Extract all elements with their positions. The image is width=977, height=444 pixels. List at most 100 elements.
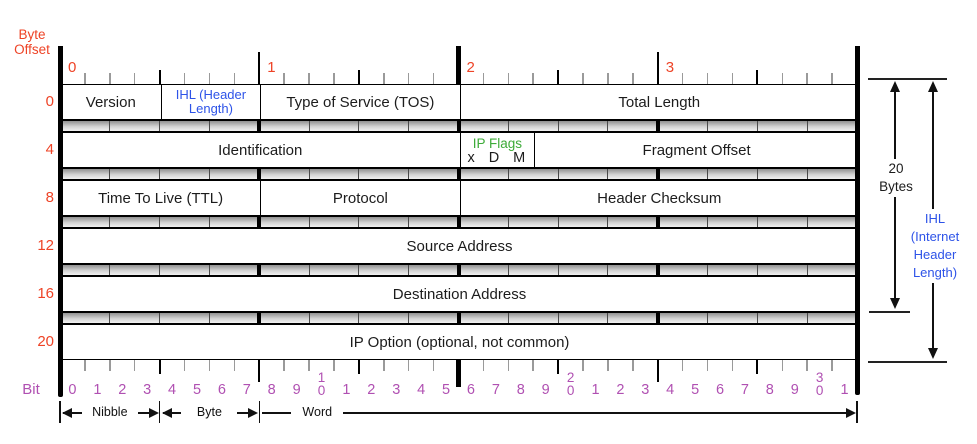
separator-divider — [456, 217, 461, 227]
field-ihl-header-length: IHL (Header Length) — [160, 85, 261, 119]
bytes-measure-arrow-up-icon — [890, 81, 900, 92]
bit-number: 9 — [790, 382, 799, 398]
bottom-ruler-tick — [283, 360, 285, 371]
separator-divider — [456, 169, 461, 179]
scale-terminator-bar — [59, 401, 61, 423]
top-ruler-tick — [532, 73, 534, 84]
ihl-label-line: IHL — [924, 211, 946, 226]
field-header-checksum: Header Checksum — [459, 181, 859, 215]
top-ruler-tick — [233, 73, 236, 84]
bit-number: 6 — [466, 382, 475, 398]
separator-divider — [557, 217, 559, 227]
arrowhead-right-icon — [846, 408, 856, 418]
field-label: IP Option (optional, not common) — [349, 333, 570, 351]
grid-left-bar — [57, 47, 63, 397]
field-protocol: Protocol — [260, 181, 459, 215]
top-ruler-tick — [456, 46, 461, 84]
top-ruler-tick — [831, 73, 833, 84]
bottom-ruler-tick — [756, 360, 759, 374]
separator-divider — [707, 121, 709, 131]
bracket-line-top — [868, 78, 947, 80]
bottom-ruler-tick — [507, 360, 510, 371]
field-label: IP Flags — [472, 135, 522, 151]
bit-number: 4 — [417, 382, 426, 398]
bottom-ruler-tick — [109, 360, 111, 371]
bottom-ruler-tick — [607, 360, 609, 371]
bottom-ruler-tick — [557, 360, 560, 374]
top-ruler-tick — [158, 70, 161, 84]
separator-divider — [607, 121, 609, 131]
field-label: Protocol — [332, 189, 388, 207]
top-ruler-tick — [407, 73, 410, 84]
separator-divider — [557, 121, 559, 131]
bit-number: 9 — [292, 382, 301, 398]
bit-number-digit: 0 — [566, 383, 575, 398]
ihl-measure-arrow-up-icon — [928, 81, 938, 92]
flag-letter: M — [513, 149, 526, 166]
separator-divider — [507, 121, 509, 131]
separator-divider — [707, 217, 709, 227]
bit-number: 7 — [740, 382, 749, 398]
separator-divider — [655, 265, 660, 275]
bit-number: 6 — [715, 382, 725, 398]
top-ruler-tick — [84, 73, 86, 84]
separator-divider — [208, 121, 210, 131]
separator-divider — [607, 313, 609, 323]
bottom-ruler-tick — [258, 360, 261, 382]
field-label: IHL (Header Length) — [175, 86, 247, 116]
bottom-ruler-tick — [308, 360, 310, 371]
top-ruler-tick — [283, 73, 285, 84]
scale-arrow-label: Word — [291, 405, 344, 420]
separator-divider — [408, 313, 410, 323]
bit-number: 1 — [93, 382, 102, 398]
header-row: Source Address — [60, 228, 857, 264]
separator-divider — [159, 313, 161, 323]
field-label: Total Length — [618, 93, 701, 111]
bottom-ruler-tick — [781, 360, 784, 371]
separator-divider — [358, 121, 360, 131]
bit-number: 7 — [242, 382, 251, 398]
separator-divider — [557, 265, 559, 275]
separator-divider — [756, 217, 758, 227]
bit-number-digit: 0 — [317, 383, 326, 398]
top-ruler-tick — [557, 70, 560, 84]
bit-number-digit: 2 — [566, 370, 575, 385]
bottom-ruler-tick — [456, 360, 461, 387]
bottom-ruler-tick — [208, 360, 211, 371]
separator-divider — [507, 169, 509, 179]
bottom-ruler-tick — [233, 360, 236, 371]
field-ip-option-optional-not-common: IP Option (optional, not common) — [61, 325, 858, 359]
top-ruler-tick — [258, 52, 261, 84]
separator-divider — [456, 121, 461, 131]
separator-divider — [756, 265, 758, 275]
bit-number: 6 — [217, 382, 226, 398]
header-row: Destination Address — [60, 276, 857, 312]
separator-divider — [607, 169, 609, 179]
byte-ruler-number: 1 — [267, 59, 276, 76]
separator-divider — [806, 121, 808, 131]
total-bytes-label-line: Bytes — [879, 179, 913, 194]
bottom-ruler-tick — [632, 360, 634, 371]
bit-number: 9 — [541, 382, 550, 398]
bit-number: 2 — [367, 382, 376, 398]
field-version: Version — [61, 85, 161, 119]
byte-separator-strip — [60, 264, 857, 276]
top-ruler-tick — [756, 70, 759, 84]
top-ruler-tick — [607, 73, 609, 84]
scale-terminator-bar — [856, 401, 858, 423]
bottom-ruler-tick — [133, 360, 136, 371]
separator-divider — [358, 313, 360, 323]
field-fragment-offset: Fragment Offset — [534, 133, 858, 167]
separator-divider — [358, 265, 360, 275]
scale-terminator-bar — [158, 401, 161, 423]
top-ruler-tick — [133, 73, 136, 84]
top-ruler-tick — [208, 73, 211, 84]
separator-divider — [756, 313, 758, 323]
separator-divider — [109, 121, 111, 131]
bottom-ruler-tick — [333, 360, 335, 371]
field-total-length: Total Length — [459, 85, 859, 119]
